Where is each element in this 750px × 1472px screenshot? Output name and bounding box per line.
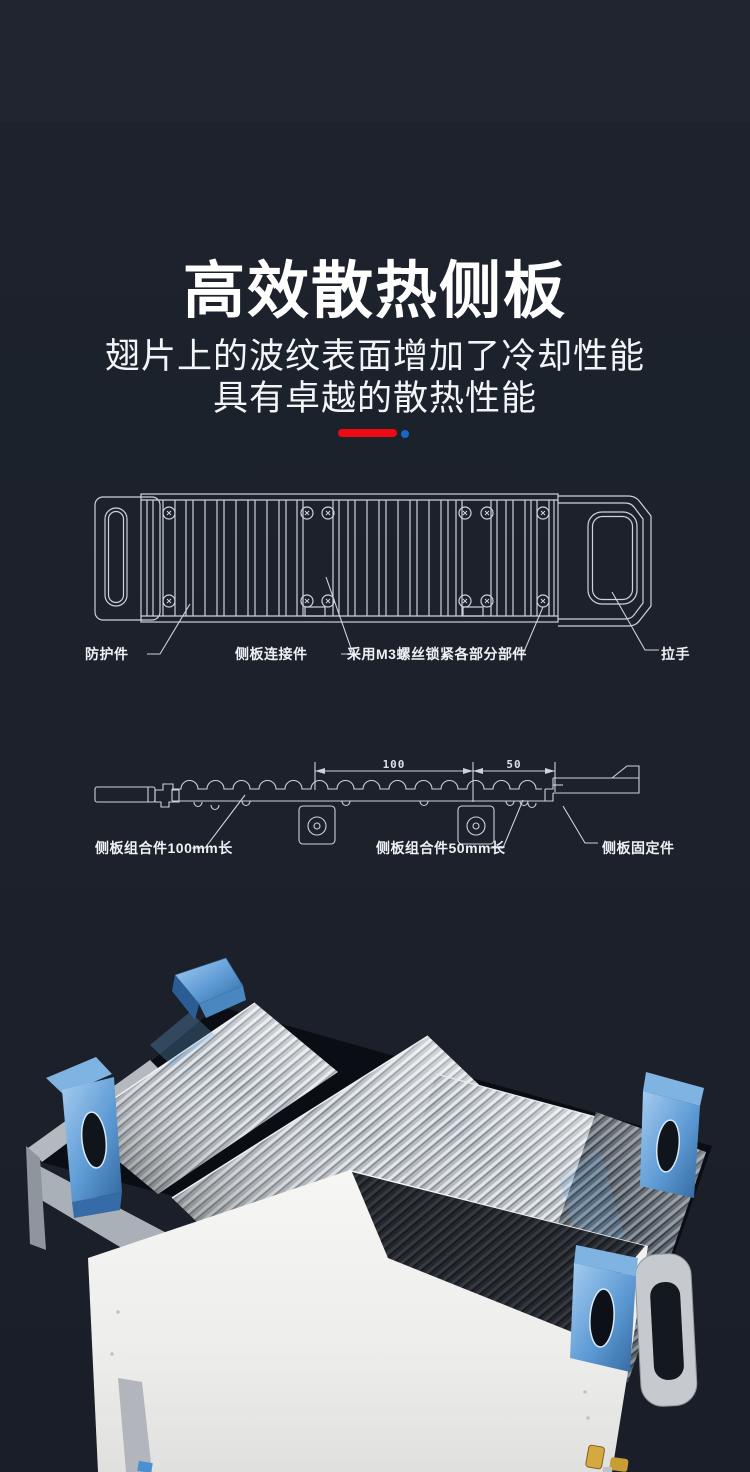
accent-divider-bar [338,429,397,437]
fixing-bracket [505,765,640,809]
label-connector-part: 侧板连接件 [235,646,308,662]
label-fixing-part: 侧板固定件 [602,840,675,856]
chassis-leg [118,1378,153,1472]
product-3d-render [26,957,712,1472]
dimension-lines [314,762,556,802]
label-assembly-50mm: 侧板组合件50mm长 [376,840,506,856]
screw-circles [162,506,550,608]
blue-clamp-top [172,957,246,1020]
label-assembly-100mm: 侧板组合件100mm长 [95,840,233,856]
left-guard-cap [94,496,161,621]
page-title: 高效散热侧板 [182,257,567,326]
corrugated-strip [172,780,542,790]
accent-divider-dot [401,430,409,438]
blue-bracket-corner [570,1245,638,1372]
panel-body-outline [140,493,559,623]
screw-cross-marks [166,510,546,604]
gold-connectors [585,1444,629,1472]
subtitle-line-2: 具有卓越的散热性能 [212,379,537,418]
label-pull-handle: 拉手 [661,646,690,662]
section-view-leader-lines [192,794,598,849]
label-guard-part: 防护件 [85,646,129,662]
section-view-line-drawing [94,762,640,849]
mounting-tab-100 [298,805,336,845]
background-seam [0,0,750,122]
dimension-100-value: 100 [382,758,406,771]
fin-lines [146,500,555,616]
mounting-tab-50 [457,805,495,845]
front-view-line-drawing [94,493,659,655]
blue-bracket-left [46,1057,122,1218]
silver-handle-loop [634,1253,698,1407]
subtitle-line-1: 翅片上的波纹表面增加了冷却性能 [104,337,645,376]
right-handle-cap [558,495,652,627]
label-m3-screws: 采用M3螺丝锁紧各部分部件 [347,646,527,662]
front-view-leader-lines [147,576,659,655]
blue-bracket-right [640,1072,704,1198]
panel-screw-dots [110,1310,590,1420]
dimension-50-value: 50 [506,758,522,771]
